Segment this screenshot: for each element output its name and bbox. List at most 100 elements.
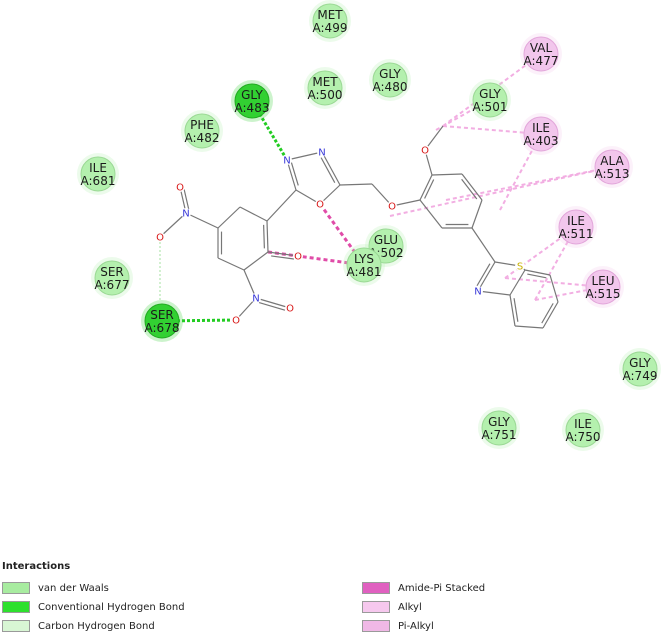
legend-swatch-hbond [2, 601, 30, 613]
residue-disc [80, 156, 116, 192]
residue-disc [523, 116, 559, 152]
bond-r1-ef [217, 257, 245, 271]
atom-n-nitro-top-bg [181, 208, 191, 218]
atom-n-oxadiazole-3: N [283, 156, 290, 167]
residue-code: A:677 [95, 278, 130, 292]
residue-code: A:480 [373, 80, 408, 94]
residue-name: LYS [354, 252, 374, 266]
bond-ring-oxa [266, 189, 297, 222]
bond-b-56 [514, 325, 544, 329]
residue-name: GLY [379, 67, 401, 81]
bond-carbonyl [267, 251, 299, 257]
atom-n-nitro-bottom-bg [251, 293, 261, 303]
legend-label-amide-pi: Amide-Pi Stacked [398, 582, 486, 594]
bond-no2b [243, 269, 257, 299]
residue-disc [523, 36, 559, 72]
bond-r2-ab-double [424, 179, 435, 199]
residue-name: PHE [190, 118, 214, 132]
atom-o-carbonyl-bg [293, 251, 303, 261]
legend-item-vdw: van der Waals [2, 580, 109, 596]
legend-item-pi-alkyl: Pi-Alkyl [362, 618, 434, 634]
bond-no2b-o2 [255, 297, 291, 309]
residue-code: A:403 [524, 134, 559, 148]
legend: Interactions van der Waals Conventional … [0, 557, 666, 637]
atom-n-oxadiazole-3-bg [282, 155, 292, 165]
atom-o-ether-bg [387, 201, 397, 211]
residue-code: A:483 [235, 101, 270, 115]
atom-s-benzothiazole-bg [515, 261, 525, 271]
atom-n-nitro-bottom: N [252, 294, 259, 305]
residue-code: A:482 [185, 131, 220, 145]
alkyl-line-ile403 [442, 125, 542, 135]
bond-ox-n4c5 [321, 151, 341, 186]
residue-code: A:500 [308, 88, 343, 102]
bond-bt-n-b1 [477, 290, 511, 296]
residue-name: ILE [574, 417, 592, 431]
bond-b-23 [524, 269, 551, 276]
bond-no2t-o2 [159, 212, 187, 238]
residue-disc [481, 410, 517, 446]
residue-code: A:681 [81, 174, 116, 188]
alkyl-line-ala513 [389, 166, 613, 217]
residue-disc [312, 3, 348, 39]
bond-r2-de [471, 199, 483, 229]
legend-swatch-alkyl [362, 601, 390, 613]
amide-pi-line-2 [318, 203, 366, 266]
residue-disc [94, 260, 130, 296]
legend-label-hbond: Conventional Hydrogen Bond [38, 601, 185, 613]
bond-b-45-double [541, 303, 554, 324]
bond-carbonyl-double [271, 255, 295, 260]
residue-disc [585, 269, 621, 305]
atom-o-ether: O [388, 202, 396, 213]
atom-o-nitro-bottom-1-bg [231, 315, 241, 325]
residue-code: A:481 [347, 265, 382, 279]
residue-name: SER [100, 265, 124, 279]
residue-disc [372, 62, 408, 98]
alkyl-line-val477 [442, 53, 542, 127]
residue-name: ILE [89, 161, 107, 175]
residue-name: GLY [479, 87, 501, 101]
residue-disc [307, 70, 343, 106]
residue-name: SER [150, 308, 174, 322]
atom-n-oxadiazole-4: N [318, 148, 325, 159]
residue-code: A:501 [473, 100, 508, 114]
bond-r1-cd-double [263, 224, 265, 249]
residue-name: ILE [567, 214, 585, 228]
residue-name: ALA [600, 154, 624, 168]
residue-disc [622, 351, 658, 387]
residue-disc [346, 247, 382, 283]
bond-r2-fa [419, 199, 443, 229]
residue-name: GLU [374, 233, 398, 247]
atom-o-nitro-top-1: O [176, 183, 184, 194]
atom-n-oxadiazole-4-bg [317, 147, 327, 157]
atom-o-oxadiazole: O [316, 200, 324, 211]
residue-name: GLY [488, 415, 510, 429]
bond-r1-de [243, 251, 269, 271]
bond-r2-bc [431, 173, 463, 176]
legend-label-pi-alkyl: Pi-Alkyl [398, 620, 434, 632]
residue-code: A:499 [313, 21, 348, 35]
legend-item-carbon-hbond: Carbon Hydrogen Bond [2, 618, 155, 634]
atom-n-benzothiazole: N [474, 287, 481, 298]
residue-code: A:513 [595, 167, 630, 181]
atom-o-oxadiazole-bg [315, 199, 325, 209]
legend-item-amide-pi: Amide-Pi Stacked [362, 580, 485, 596]
legend-item-alkyl: Alkyl [362, 599, 422, 615]
atom-o-methoxy-bg [420, 145, 430, 155]
bond-b-61-double [513, 298, 519, 322]
bond-no2t-o1-double [183, 189, 190, 210]
bond-bt-c2n-double [476, 263, 491, 287]
pi-alkyl-line-leu515a [504, 277, 604, 288]
